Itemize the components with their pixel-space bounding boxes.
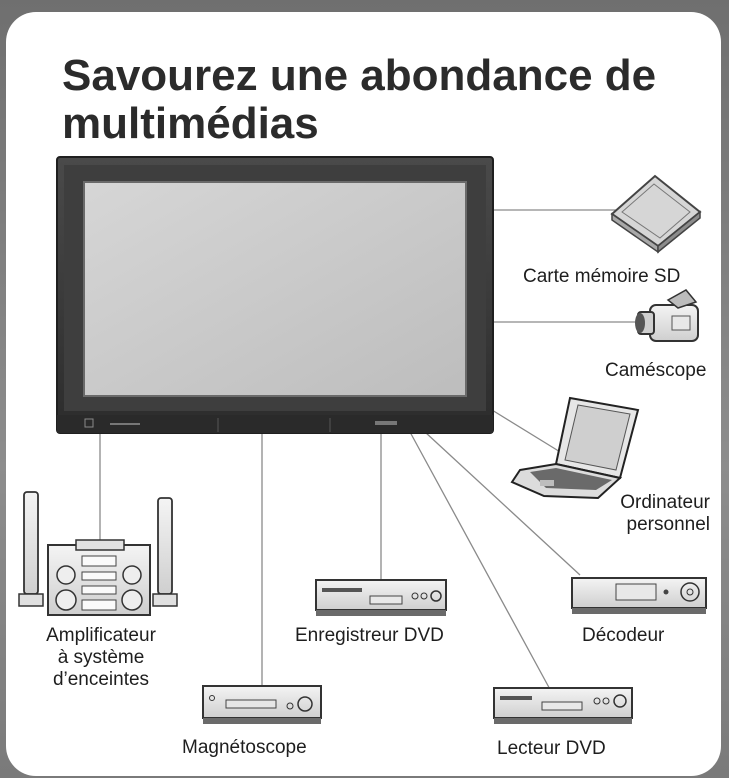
label-decoder: Décodeur	[582, 625, 665, 646]
camcorder-icon	[635, 289, 699, 342]
label-amplifier-line1: Amplificateur	[46, 625, 156, 646]
sd-card-icon	[610, 174, 702, 254]
label-pc-line2: personnel	[626, 514, 710, 535]
decoder-icon	[571, 577, 707, 614]
tv-icon	[56, 156, 494, 434]
label-dvd-player: Lecteur DVD	[497, 738, 606, 759]
label-dvd-recorder: Enregistreur DVD	[295, 625, 444, 646]
label-camcorder: Caméscope	[605, 360, 707, 381]
vcr-icon	[202, 685, 322, 724]
dvd-recorder-icon	[315, 579, 447, 616]
label-amplifier-line3: d’enceintes	[52, 669, 150, 690]
label-sd-card: Carte mémoire SD	[523, 266, 681, 287]
label-vcr: Magnétoscope	[182, 737, 307, 758]
dvd-player-icon	[493, 687, 633, 724]
amplifier-speaker-icon	[18, 491, 178, 616]
connection-lines	[99, 209, 640, 694]
label-amplifier-line2: à système	[57, 647, 145, 668]
label-pc-line1: Ordinateur	[620, 492, 710, 513]
page-title: Savourez une abondance de multimédias	[62, 51, 657, 148]
laptop-icon	[510, 396, 640, 500]
